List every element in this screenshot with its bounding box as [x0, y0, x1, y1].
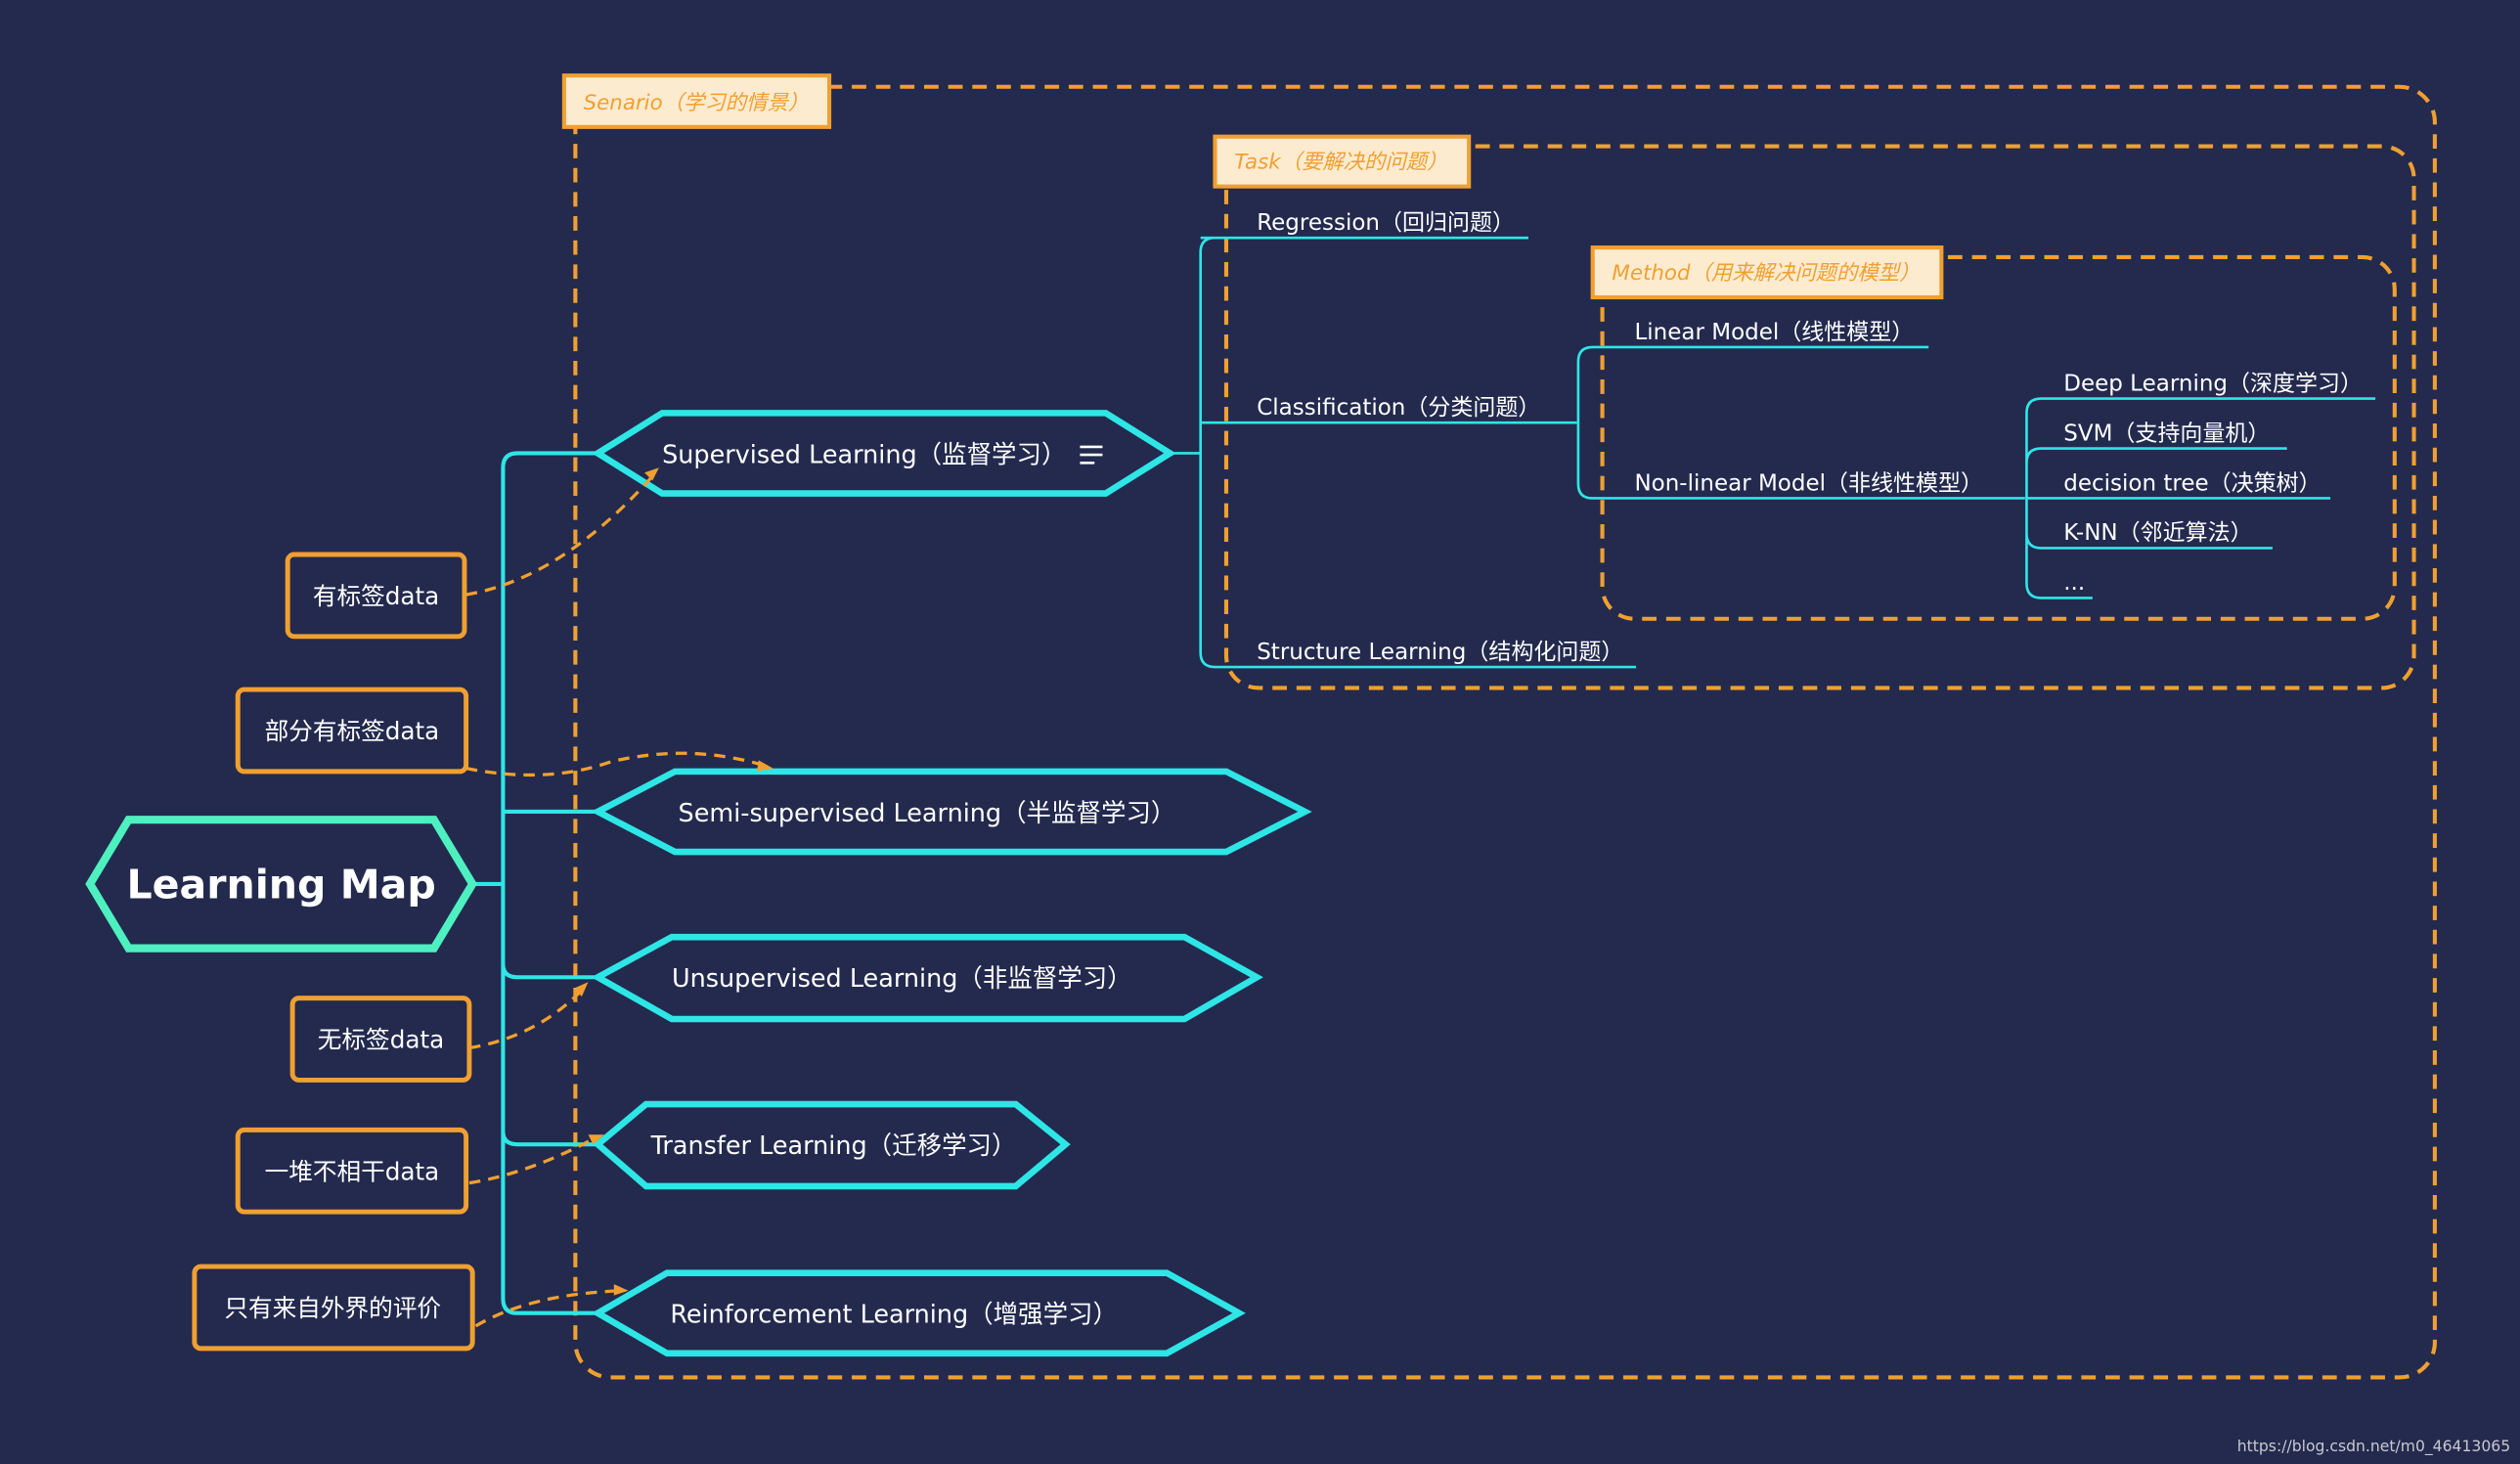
task-frame: [1223, 144, 2416, 690]
data-labeled-text: 有标签data: [313, 582, 439, 610]
scenario-supervised-label: Supervised Learning（监督学习）: [662, 440, 1066, 469]
data-partially-labeled-text: 部分有标签data: [265, 717, 440, 745]
method-frame: [1600, 254, 2397, 621]
data-unrelated-text: 一堆不相干data: [265, 1157, 440, 1185]
data-labeled[interactable]: 有标签data: [285, 552, 467, 640]
data-external-feedback-text: 只有来自外界的评价: [224, 1294, 441, 1322]
data-unrelated[interactable]: 一堆不相干data: [235, 1127, 469, 1215]
data-unlabeled-text: 无标签data: [318, 1026, 444, 1054]
data-partially-labeled[interactable]: 部分有标签data: [235, 687, 469, 775]
data-external-feedback[interactable]: 只有来自外界的评价: [192, 1264, 475, 1352]
scenario-supervised[interactable]: Supervised Learning（监督学习）: [592, 410, 1176, 497]
scenario-transfer-label: Transfer Learning（迁移学习）: [650, 1131, 1017, 1161]
task-regression[interactable]: Regression（回归问题）: [1257, 210, 1515, 236]
task-classification[interactable]: Classification（分类问题）: [1257, 395, 1540, 421]
nonlinear-connector: [2025, 397, 2376, 599]
scenario-frame-label: Senario（学习的情景）: [584, 91, 810, 115]
watermark: https://blog.csdn.net/m0_46413065: [2237, 1438, 2510, 1456]
task-frame-label: Task（要解决的问题）: [1234, 151, 1447, 175]
scenario-reinforcement-label: Reinforcement Learning（增强学习）: [670, 1301, 1118, 1330]
scenario-frame-label-box: [561, 73, 832, 129]
root-label: Learning Map: [126, 862, 435, 909]
scenario-unsupervised-label: Unsupervised Learning（非监督学习）: [672, 964, 1132, 994]
method-nonlinear-model[interactable]: Non-linear Model（非线性模型）: [1634, 470, 1983, 496]
method-deep-learning[interactable]: Deep Learning（深度学习）: [2063, 371, 2363, 396]
scenario-frame: [573, 84, 2437, 1380]
method-frame-label-box: [1590, 245, 1944, 300]
task-frame-label-box: [1213, 134, 1472, 189]
menu-icon[interactable]: [1080, 445, 1103, 465]
scenario-unsupervised[interactable]: Unsupervised Learning（非监督学习）: [591, 933, 1263, 1023]
root-node[interactable]: [85, 816, 477, 953]
scenario-reinforcement[interactable]: Reinforcement Learning（增强学习）: [591, 1269, 1246, 1357]
scenario-semi-supervised-label: Semi-supervised Learning（半监督学习）: [679, 799, 1176, 828]
method-knn[interactable]: K-NN（邻近算法）: [2063, 520, 2252, 546]
method-more[interactable]: ...: [2063, 570, 2085, 596]
method-frame-label: Method（用来解决问题的模型）: [1612, 261, 1920, 286]
scenario-semi-supervised[interactable]: Semi-supervised Learning（半监督学习）: [591, 768, 1312, 856]
task-connector: [1170, 236, 1637, 669]
method-svm[interactable]: SVM（支持向量机）: [2063, 421, 2270, 446]
data-arrows: [465, 467, 774, 1328]
trunk-connector: [472, 451, 598, 1315]
data-unlabeled[interactable]: 无标签data: [289, 996, 472, 1083]
method-linear-model[interactable]: Linear Model（线性模型）: [1634, 320, 1914, 345]
method-decision-tree[interactable]: decision tree（决策树）: [2063, 470, 2321, 496]
method-connector: [1576, 345, 2025, 500]
scenario-transfer[interactable]: Transfer Learning（迁移学习）: [593, 1100, 1071, 1190]
task-structure-learning[interactable]: Structure Learning（结构化问题）: [1257, 640, 1623, 665]
